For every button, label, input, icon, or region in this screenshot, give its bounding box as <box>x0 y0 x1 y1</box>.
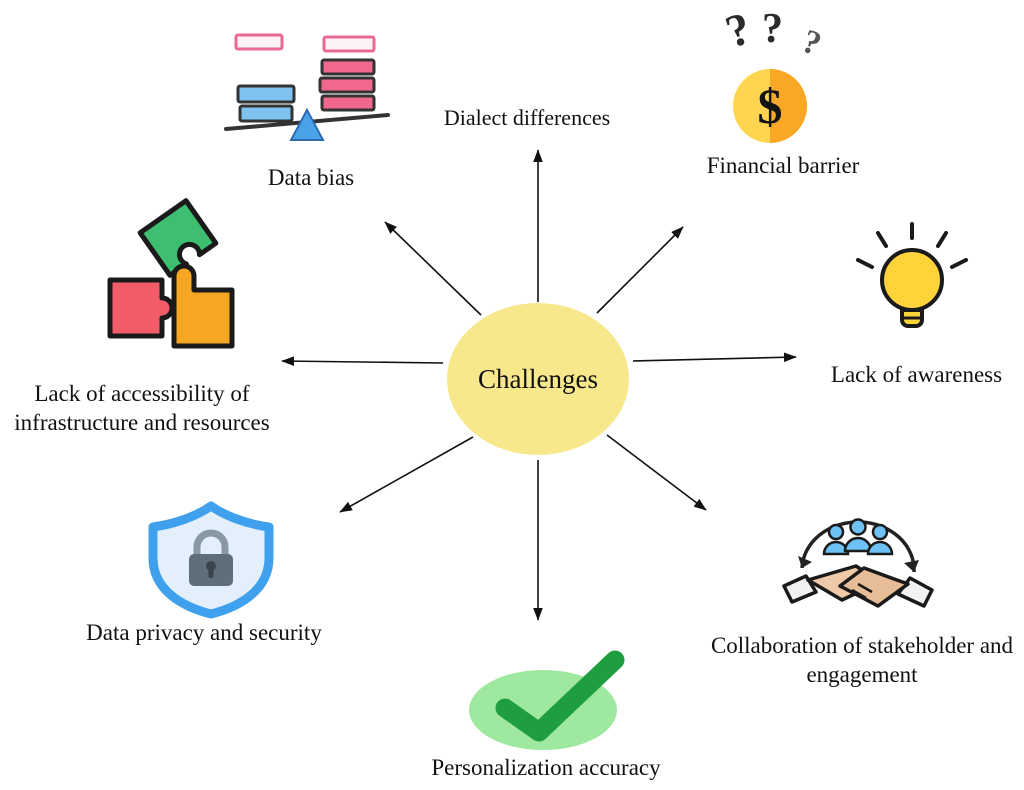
svg-text:?: ? <box>719 6 757 58</box>
balance-scale-icon <box>222 30 392 145</box>
label-financial-barrier: Financial barrier <box>706 153 860 178</box>
label-dialect-differences: Dialect differences <box>443 105 611 130</box>
label-data-bias: Data bias <box>267 165 355 190</box>
label-lack-of-awareness: Lack of awareness <box>830 362 1003 387</box>
arrow-data-privacy <box>339 436 474 513</box>
lightbulb-icon <box>850 220 974 350</box>
svg-text:?: ? <box>797 23 826 64</box>
center-node-challenges: Challenges <box>447 303 629 455</box>
svg-text:?: ? <box>762 6 783 52</box>
arrow-data-bias <box>384 221 482 316</box>
arrow-lack-of-awareness <box>632 352 797 363</box>
checkmark-icon <box>465 650 627 752</box>
handshake-people-icon <box>780 494 936 626</box>
label-data-privacy-and-security: Data privacy and security <box>86 620 322 645</box>
puzzle-pieces-icon <box>98 198 240 366</box>
label-collaboration: Collaboration of stakeholder and engagem… <box>710 633 1014 687</box>
center-label: Challenges <box>478 363 598 394</box>
label-lack-of-accessibility: Lack of accessibility of infrastructure … <box>14 381 270 435</box>
shield-lock-icon <box>138 500 284 620</box>
arrow-lack-of-accessibility <box>281 356 444 366</box>
arrow-financial-barrier <box>596 226 684 314</box>
svg-text:$: $ <box>758 78 783 134</box>
label-personalization-accuracy: Personalization accuracy <box>431 755 661 780</box>
arrow-collaboration <box>606 434 707 511</box>
dollar-coin-question-icon: ? ? ? $ <box>712 6 832 148</box>
